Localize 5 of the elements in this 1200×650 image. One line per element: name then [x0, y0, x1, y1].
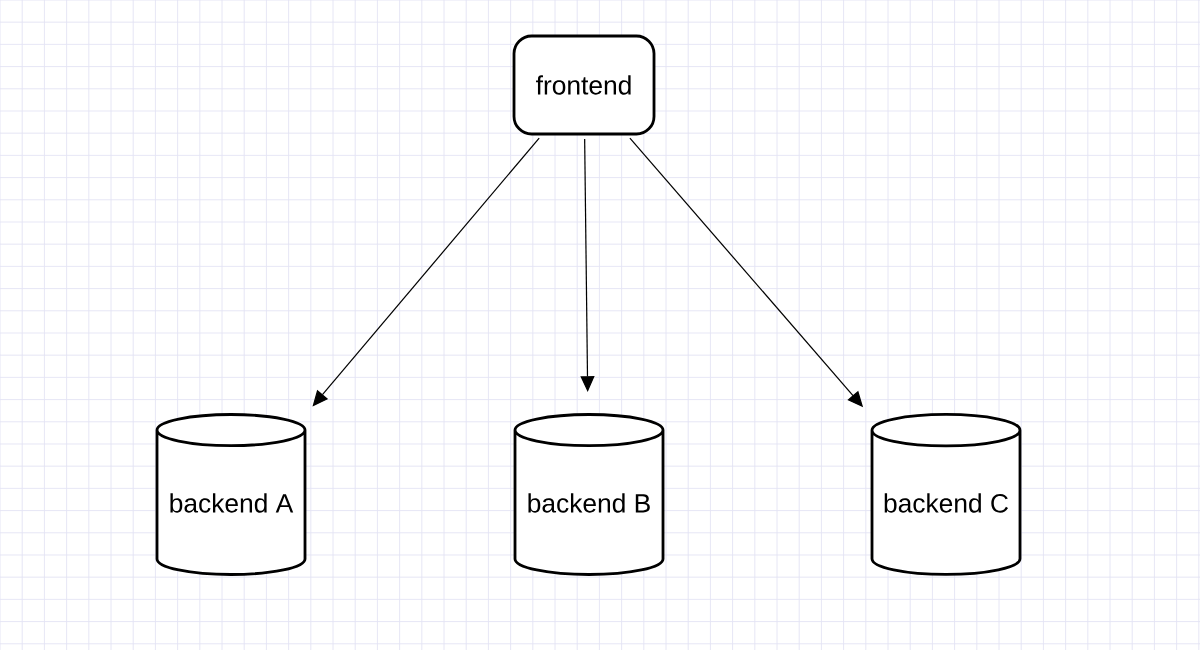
- database-cylinder: backend A: [155, 413, 307, 576]
- process-box: frontend: [512, 34, 656, 136]
- database-cylinder: backend C: [870, 413, 1022, 576]
- database-cylinder: backend B: [513, 413, 665, 576]
- arrow: [580, 138, 595, 392]
